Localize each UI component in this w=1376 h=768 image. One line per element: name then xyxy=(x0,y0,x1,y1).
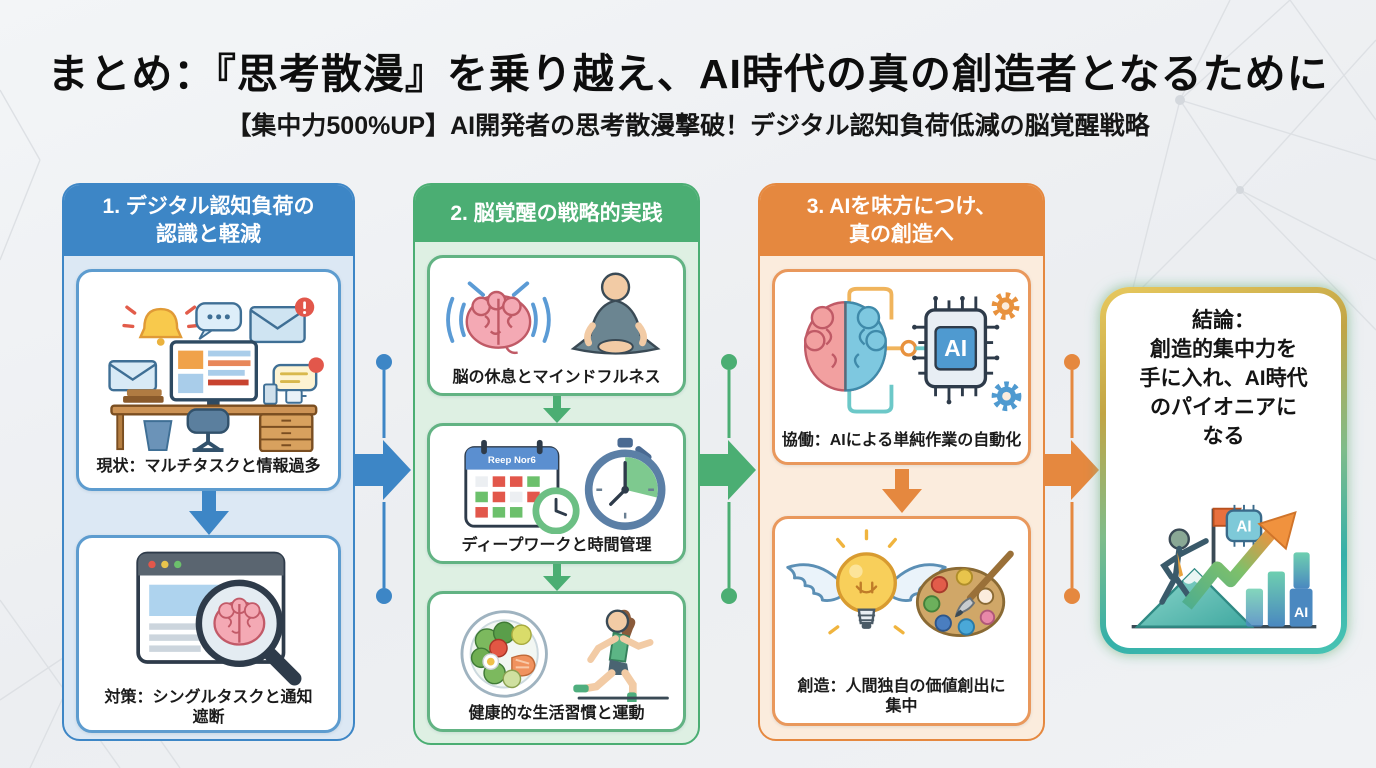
column-2-body: 脳の休息とマインドフルネス Reep Nor6 xyxy=(415,242,698,743)
step-caption: 脳の休息とマインドフルネス xyxy=(452,369,661,386)
step-caption: 健康的な生活習慣と運動 xyxy=(468,705,645,722)
brain-ai-chip-icon: AI xyxy=(781,280,1022,429)
column-2-header: 2. 脳覚醒の戦略的実践 xyxy=(415,185,698,242)
step-human-creativity: 創造：人間独自の価値創出に 集中 xyxy=(772,516,1031,726)
column-ai-ally: 3. AIを味方につけ、 真の創造へ xyxy=(758,183,1045,741)
deep-work-calendar-icon: Reep Nor6 xyxy=(436,434,677,534)
step-caption: 創造：人間独自の価値創出に 集中 xyxy=(797,678,1006,715)
single-task-browser-icon xyxy=(85,546,332,686)
page-subtitle: 【集中力500%UP】AI開発者の思考散漫撃破！デジタル認知負荷低減の脳覚醒戦略 xyxy=(226,112,1150,140)
step-multitask-overload: 現状：マルチタスクと情報過多 xyxy=(76,269,341,491)
creative-bulb-palette-icon xyxy=(781,527,1022,675)
step-single-task: 対策：シングルタスクと通知 遮断 xyxy=(76,535,341,733)
connector-green-arrow-icon xyxy=(700,354,756,604)
step-healthy-habits: 健康的な生活習慣と運動 xyxy=(427,591,686,732)
column-1-body: 現状：マルチタスクと情報過多 xyxy=(64,256,353,739)
healthy-lifestyle-icon xyxy=(436,602,677,702)
step-caption: 協働：AIによる単純作業の自動化 xyxy=(781,432,1022,449)
cluttered-desk-icon xyxy=(85,280,332,455)
step-ai-automation: AI 協働：AIによる単純作業の自動化 xyxy=(772,269,1031,465)
step-caption: 現状：マルチタスクと情報過多 xyxy=(96,458,321,475)
conclusion-panel: 結論： 創造的集中力を 手に入れ、AI時代 のパイオニアに なる xyxy=(1100,287,1347,654)
step-deep-work: Reep Nor6 xyxy=(427,423,686,564)
connector-blue-arrow-icon xyxy=(355,354,411,604)
down-arrow-icon xyxy=(881,468,922,513)
summit-growth-icon: AI AI xyxy=(1124,452,1324,640)
down-arrow-icon xyxy=(188,491,229,535)
svg-text:AI: AI xyxy=(1293,605,1307,621)
step-caption: 対策：シングルタスクと通知 遮断 xyxy=(104,689,313,726)
page-title: まとめ：『思考散漫』を乗り越え、AI時代の真の創造者となるために xyxy=(47,51,1329,97)
column-3-header: 3. AIを味方につけ、 真の創造へ xyxy=(760,185,1043,256)
column-1-header: 1. デジタル認知負荷の 認識と軽減 xyxy=(64,185,353,256)
column-brain-awakening: 2. 脳覚醒の戦略的実践 xyxy=(413,183,700,745)
conclusion-text: 結論： 創造的集中力を 手に入れ、AI時代 のパイオニアに なる xyxy=(1139,309,1308,448)
down-arrow-icon xyxy=(542,396,571,423)
step-caption: ディープワークと時間管理 xyxy=(461,537,652,554)
connector-orange-arrow-icon xyxy=(1043,354,1099,604)
down-arrow-icon xyxy=(542,564,571,591)
svg-text:AI: AI xyxy=(944,334,967,360)
svg-text:Reep Nor6: Reep Nor6 xyxy=(487,455,535,466)
column-digital-load: 1. デジタル認知負荷の 認識と軽減 xyxy=(62,183,355,741)
step-mindfulness: 脳の休息とマインドフルネス xyxy=(427,255,686,396)
column-3-body: AI 協働：AIによる単純作業の自動化 xyxy=(760,256,1043,739)
svg-text:AI: AI xyxy=(1236,518,1251,535)
brain-mindfulness-icon xyxy=(436,266,677,366)
